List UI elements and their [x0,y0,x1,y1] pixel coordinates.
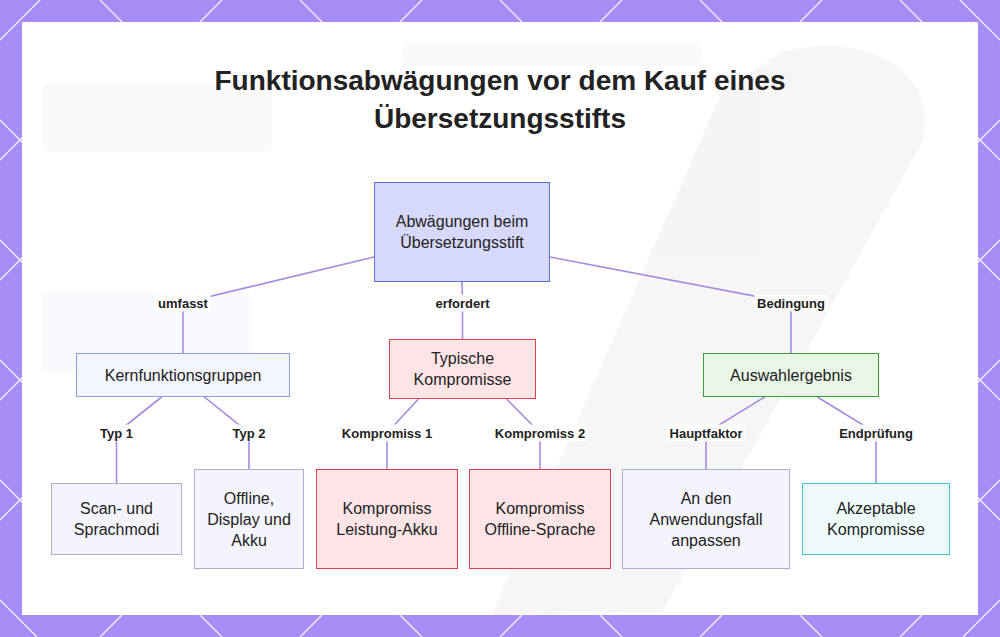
node-label: Akzeptable Kompromisse [811,498,941,540]
edge-label: Hauptfaktor [667,425,746,442]
category-box: Auswahlergebnis [703,353,879,397]
node-label: Kernfunktionsgruppen [105,365,262,386]
category-box: Kernfunktionsgruppen [76,353,290,397]
leaf-box: Kompromiss Leistung-Akku [316,469,458,569]
node-label: Abwägungen beim Übersetzungsstift [383,211,541,253]
node-label: Kompromiss Offline-Sprache [478,498,602,540]
category-box: Typische Kompromisse [389,339,536,399]
node-label: Typische Kompromisse [398,348,527,390]
diagram-title: Funktionsabwägungen vor dem Kauf eines Ü… [190,62,810,138]
edge-label: Typ 2 [230,425,269,442]
leaf-box: An den Anwendungsfall anpassen [622,469,790,569]
edge-label: erfordert [432,295,492,312]
edge-label: Bedingung [754,295,828,312]
edge-label: Kompromiss 2 [492,425,588,442]
edge-label: umfasst [155,295,211,312]
node-label: Offline, Display und Akku [203,488,295,551]
leaf-box: Kompromiss Offline-Sprache [469,469,611,569]
node-label: Auswahlergebnis [730,365,852,386]
root-box: Abwägungen beim Übersetzungsstift [374,182,550,282]
leaf-box: Offline, Display und Akku [194,469,304,569]
leaf-box: Akzeptable Kompromisse [802,483,950,555]
node-label: Scan- und Sprachmodi [60,498,173,540]
edge-label: Typ 1 [97,425,136,442]
node-label: An den Anwendungsfall anpassen [631,488,781,551]
tree-connector [183,257,374,353]
edge-label: Kompromiss 1 [339,425,435,442]
node-label: Kompromiss Leistung-Akku [325,498,449,540]
leaf-box: Scan- und Sprachmodi [51,483,182,555]
title-text: Funktionsabwägungen vor dem Kauf eines Ü… [215,65,786,134]
edge-label: Endprüfung [836,425,916,442]
